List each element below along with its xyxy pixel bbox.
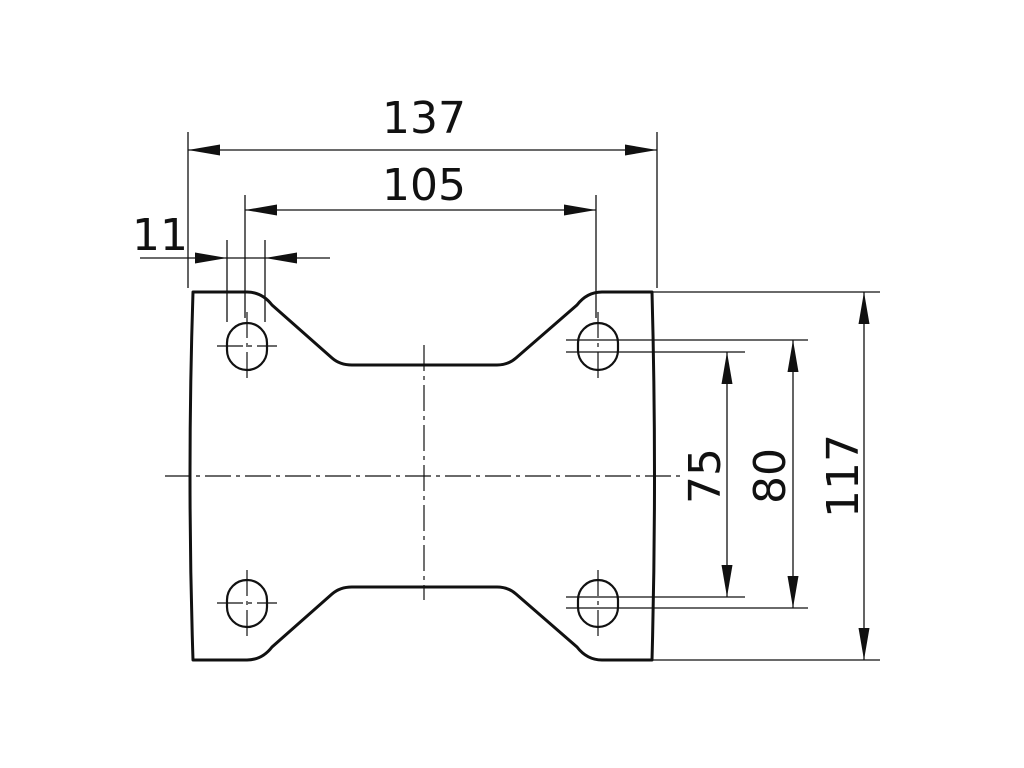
arrowhead [721, 565, 733, 597]
arrowhead [625, 144, 657, 156]
arrowhead [721, 352, 733, 384]
dimension-label-105: 105 [382, 160, 466, 211]
arrowhead [787, 340, 799, 372]
arrowhead [564, 204, 596, 216]
dimension-75: 75 [680, 352, 733, 597]
dimension-label-80: 80 [745, 448, 796, 504]
mounting-holes [225, 321, 620, 629]
arrowhead [858, 628, 870, 660]
dimension-label-117: 117 [818, 434, 869, 518]
dimension-label-11: 11 [132, 210, 188, 261]
dimension-80: 80 [745, 340, 799, 608]
arrowhead [858, 292, 870, 324]
arrowhead [787, 576, 799, 608]
arrowhead [188, 144, 220, 156]
dimension-137: 137 [187, 93, 658, 288]
dimension-11: 11 [132, 210, 330, 322]
center-lines [165, 312, 680, 638]
dimension-105: 105 [244, 160, 597, 318]
arrowhead [245, 204, 277, 216]
right-extension-lines [566, 291, 880, 661]
arrowhead [265, 252, 297, 264]
dimension-117: 117 [818, 292, 870, 660]
dimension-label-137: 137 [382, 93, 466, 144]
arrowhead [195, 252, 227, 264]
dimension-label-75: 75 [680, 448, 731, 504]
